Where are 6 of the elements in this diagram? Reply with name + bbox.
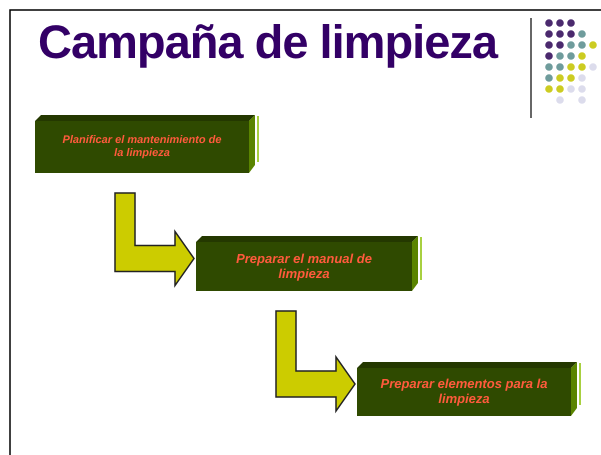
block-arrow bbox=[275, 310, 356, 414]
block-arrow bbox=[114, 192, 195, 288]
box-label: Preparar el manual de limpieza bbox=[235, 252, 373, 282]
box-label: Planificar el mantenimiento de la limpieza bbox=[62, 134, 222, 160]
title: Campaña de limpieza bbox=[38, 14, 497, 69]
box-label: Preparar elementos para la limpieza bbox=[380, 377, 548, 407]
